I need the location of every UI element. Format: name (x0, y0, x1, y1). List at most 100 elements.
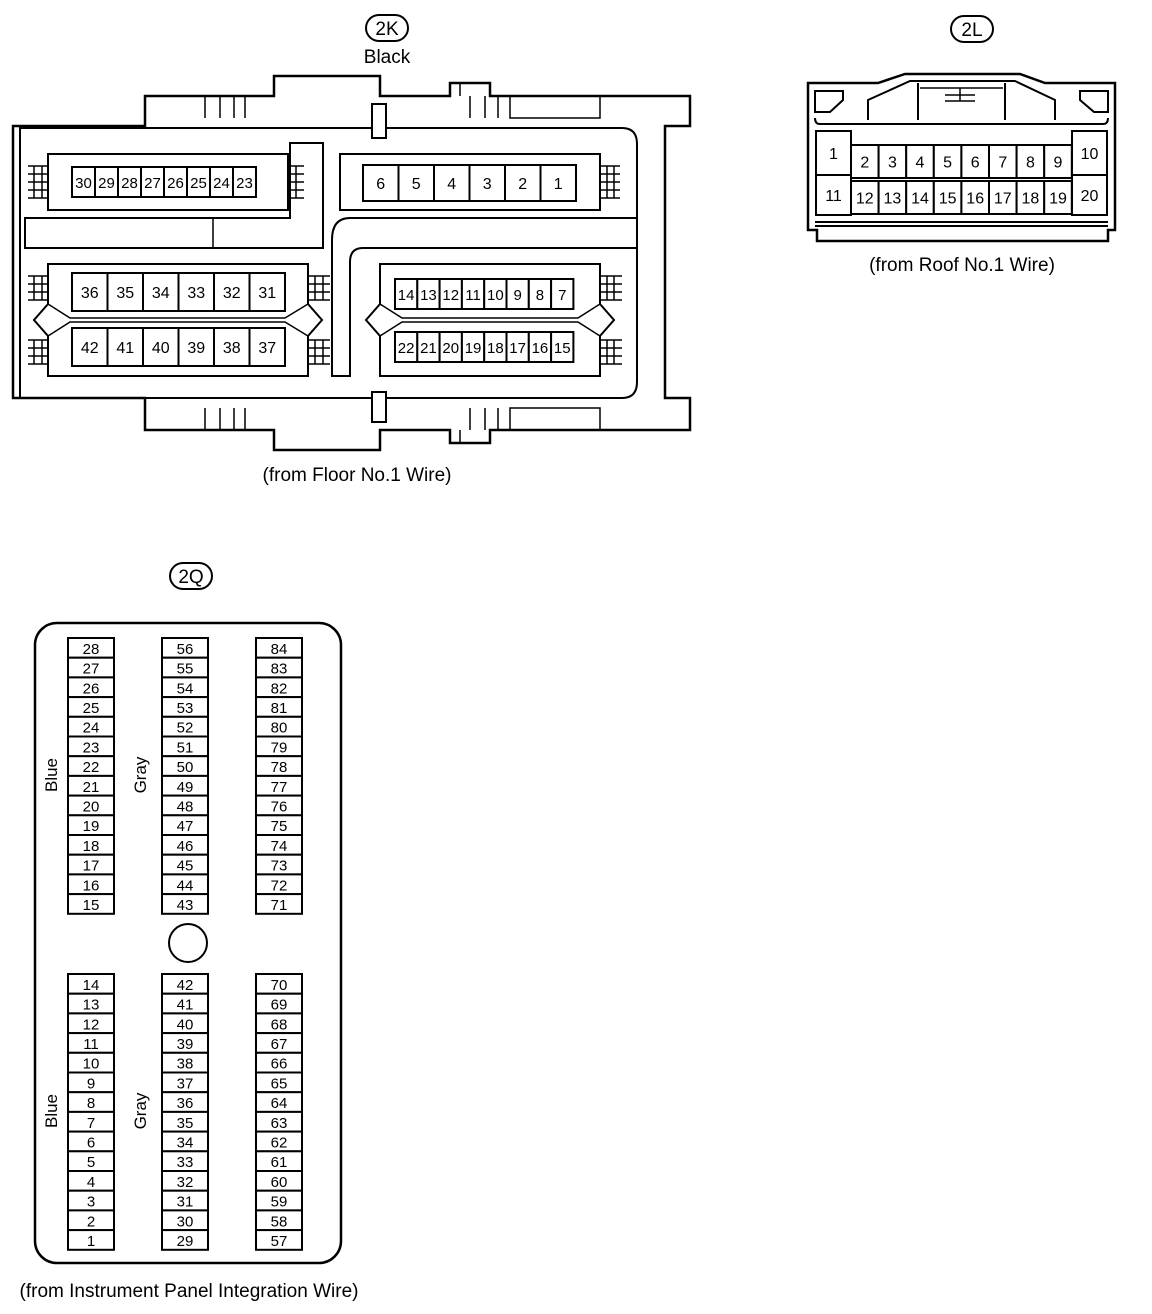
pin-cell (550, 331, 575, 363)
pin-number: 10 (487, 287, 504, 304)
pin-cell (161, 1229, 209, 1251)
pin-cell (468, 164, 506, 202)
connector-2l-id: 2L (961, 20, 982, 41)
pin-number: 10 (83, 1056, 100, 1073)
pin-cell (67, 893, 115, 915)
pin-number: 19 (465, 340, 482, 357)
pin-cell (932, 144, 963, 179)
pin-number: 54 (177, 680, 194, 697)
connector-2q-id-badge (169, 562, 213, 590)
pin-number: 41 (177, 997, 194, 1014)
pin-cell (71, 272, 109, 312)
pin-number: 55 (177, 661, 194, 678)
pin-number: 83 (271, 661, 288, 678)
pin-number: 5 (412, 176, 421, 193)
pin-cell (106, 327, 144, 367)
pin-number: 6 (87, 1134, 95, 1151)
pin-number: 25 (83, 700, 100, 717)
pin-number: 70 (271, 977, 288, 994)
pin-number: 18 (487, 340, 504, 357)
pin-number: 22 (398, 340, 415, 357)
pin-number: 2 (860, 155, 869, 172)
pin-number: 46 (177, 838, 194, 855)
pin-number: 8 (87, 1095, 95, 1112)
pin-cell (988, 144, 1018, 179)
pin-number: 4 (447, 176, 456, 193)
pin-number: 36 (81, 285, 99, 302)
pin-number: 35 (177, 1115, 194, 1132)
pin-columns: 2827262524232221201918171615565554535251… (67, 637, 303, 1251)
pin-number: 37 (177, 1075, 194, 1092)
connector-2k: 2K Black (11, 14, 692, 486)
pin-number: 9 (1054, 155, 1063, 172)
pin-number: 49 (177, 779, 194, 796)
pin-number: 21 (83, 779, 100, 796)
pin-number: 60 (271, 1174, 288, 1191)
pin-cell (397, 164, 435, 202)
pin-number: 33 (187, 285, 205, 302)
pin-number: 11 (465, 287, 481, 304)
pin-number: 67 (271, 1036, 288, 1053)
pin-number: 17 (994, 191, 1012, 208)
pin-number: 75 (271, 818, 288, 835)
pin-number: 11 (83, 1036, 99, 1053)
pin-cell (905, 180, 935, 215)
pin-number: 52 (177, 720, 194, 737)
pin-number: 14 (398, 287, 415, 304)
connector-2q: 2Q Blue Gray Blue Gray 28272625242322212… (20, 562, 359, 1302)
pin-cell (177, 272, 215, 312)
pin-number: 15 (554, 340, 571, 357)
pin-number: 45 (177, 858, 194, 875)
pin-number: 61 (271, 1154, 288, 1171)
pin-cell (142, 272, 180, 312)
pin-number: 23 (236, 175, 253, 192)
pin-cell (248, 272, 286, 312)
pin-number: 31 (258, 285, 276, 302)
pin-number: 18 (83, 838, 100, 855)
pin-number: 39 (177, 1036, 194, 1053)
pin-cell (1043, 144, 1073, 179)
pin-number: 1 (829, 146, 838, 163)
pin-number: 8 (536, 287, 544, 304)
pin-number: 64 (271, 1095, 288, 1112)
pin-number: 16 (966, 191, 984, 208)
pin-number: 77 (271, 779, 288, 796)
pin-number: 69 (271, 997, 288, 1014)
pin-number: 12 (83, 1016, 100, 1033)
pin-number: 38 (223, 340, 241, 357)
pin-number: 7 (558, 287, 566, 304)
pin-number: 18 (1022, 191, 1040, 208)
pin-number: 22 (83, 759, 100, 776)
pin-number: 59 (271, 1194, 288, 1211)
pin-cell (142, 327, 180, 367)
pin-cell (932, 180, 963, 215)
pin-cell (67, 1229, 115, 1251)
pin-number: 1 (554, 176, 563, 193)
pin-cell (255, 1229, 303, 1251)
pin-number: 21 (420, 340, 437, 357)
pin-number: 43 (177, 897, 194, 914)
pin-number: 82 (271, 680, 288, 697)
connector-2q-source: (from Instrument Panel Integration Wire) (20, 1281, 359, 1302)
pin-number: 47 (177, 818, 194, 835)
pin-number: 20 (83, 798, 100, 815)
pin-number: 74 (271, 838, 288, 855)
pin-number: 48 (177, 798, 194, 815)
pin-cell (815, 174, 852, 216)
pin-cell (1015, 144, 1046, 179)
pin-number: 9 (513, 287, 521, 304)
pin-number: 80 (271, 720, 288, 737)
pin-number: 36 (177, 1095, 194, 1112)
pin-cell (213, 327, 251, 367)
pin-number: 15 (83, 897, 100, 914)
pin-number: 23 (83, 739, 100, 756)
group-label: Blue (42, 1094, 61, 1128)
pin-number: 84 (271, 641, 288, 658)
